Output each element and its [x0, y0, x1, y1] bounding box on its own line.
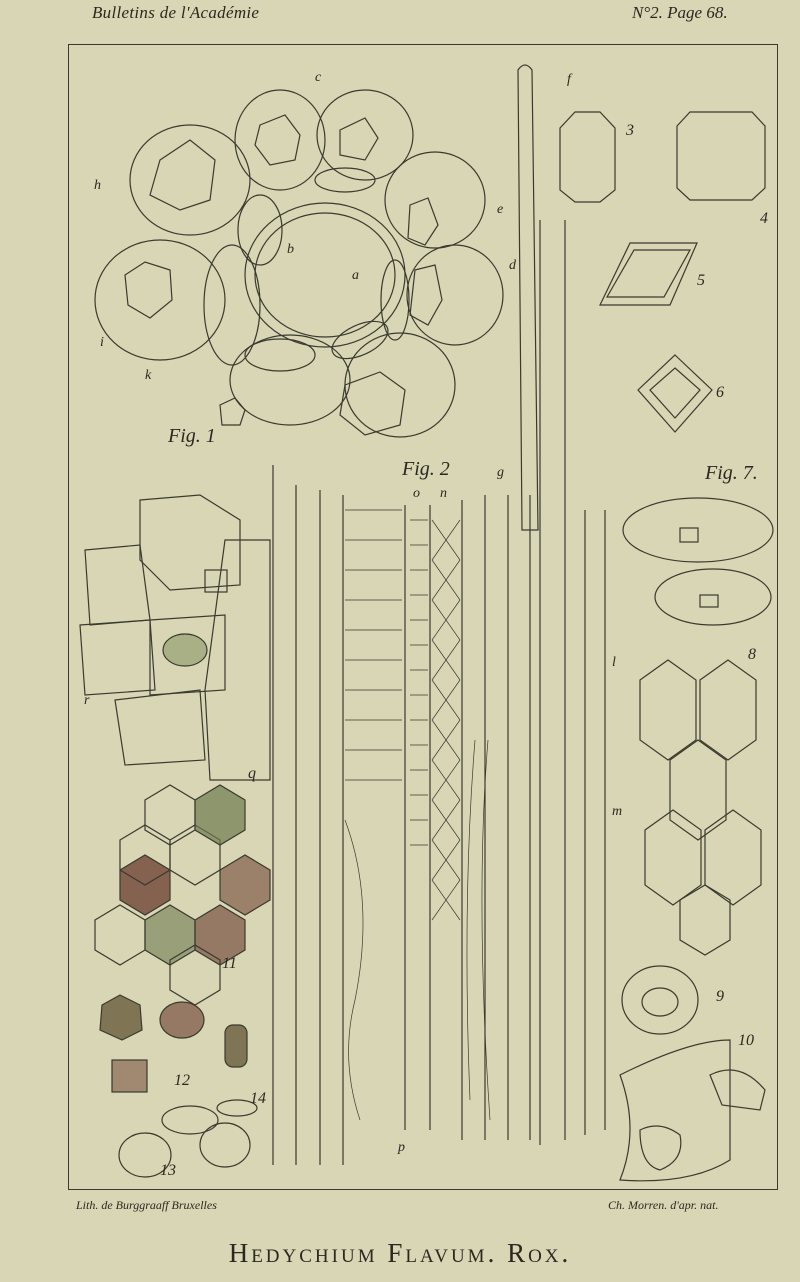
header-page: N°2. Page 68.	[632, 3, 728, 22]
fig5-number: 5	[697, 272, 705, 289]
label-m: m	[612, 804, 623, 819]
label-n: n	[440, 486, 447, 501]
label-c: c	[315, 70, 322, 85]
fig2-vessels	[272, 64, 606, 1165]
label-k: k	[145, 368, 152, 383]
fig-q-number: q	[248, 765, 256, 782]
header-journal: Bulletins de l'Académie	[92, 3, 260, 22]
fig12-14-grains	[99, 994, 258, 1178]
fig9-10	[619, 965, 766, 1182]
fig11-honeycomb	[94, 784, 271, 1006]
fig8-number: 8	[748, 646, 756, 663]
fig6-number: 6	[716, 384, 724, 401]
fig7-cells	[622, 497, 774, 626]
fig11-number: 11	[222, 955, 237, 972]
label-d: d	[509, 258, 516, 273]
fig14-number: 14	[250, 1090, 266, 1107]
plate-title: Hedychium Flavum. Rox.	[228, 1238, 572, 1268]
fig9-number: 9	[716, 988, 724, 1005]
label-g: g	[497, 465, 504, 480]
label-r: r	[84, 693, 90, 708]
label-p: p	[398, 1140, 405, 1155]
fig13-number: 13	[160, 1162, 176, 1179]
label-e: e	[497, 202, 504, 217]
fig1-label: Fig. 1	[168, 425, 216, 447]
label-a: a	[352, 268, 359, 283]
fig8-network	[639, 659, 762, 956]
fig4-number: 4	[760, 210, 768, 227]
fig-q-parenchyma	[79, 494, 271, 781]
footer-lithographer: Lith. de Burggraaff Bruxelles	[76, 1198, 217, 1212]
label-i: i	[100, 335, 104, 350]
fig1-cells	[94, 89, 504, 438]
fig2-label: Fig. 2	[402, 458, 450, 480]
label-l: l	[612, 655, 616, 670]
fig12-number: 12	[174, 1072, 190, 1089]
plate-frame	[68, 44, 778, 1190]
label-b: b	[287, 242, 294, 257]
fig7-label: Fig. 7.	[705, 462, 758, 484]
fig10-number: 10	[738, 1032, 754, 1049]
label-h: h	[94, 178, 101, 193]
crystals-3-6	[559, 111, 766, 433]
label-o: o	[413, 486, 420, 501]
fig3-number: 3	[626, 122, 634, 139]
footer-artist: Ch. Morren. d'apr. nat.	[608, 1198, 719, 1212]
label-f: f	[567, 72, 571, 87]
spiral-vessels	[344, 509, 491, 1121]
